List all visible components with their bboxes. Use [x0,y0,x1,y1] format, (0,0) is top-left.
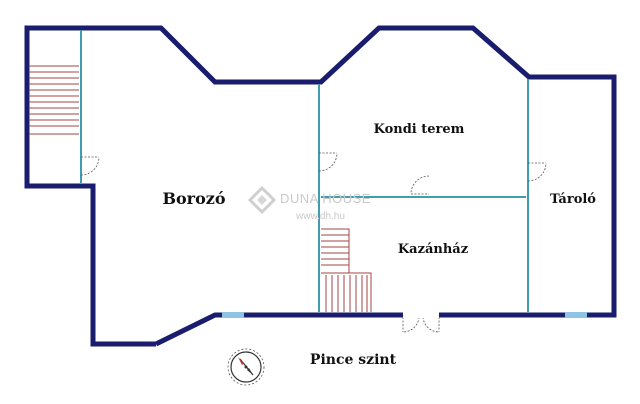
watermark: DUNA HOUSE www.dh.hu [247,185,371,222]
duna-house-logo [247,185,277,215]
watermark-brand: DUNA HOUSE [280,191,371,206]
room-label-kondi-terem: Kondi terem [374,122,465,137]
outer-wall [24,25,617,347]
staircase-bottom [321,228,372,312]
room-label-tarolo: Tároló [550,192,596,207]
compass-icon [227,348,265,386]
door-swings [80,152,547,333]
inner-walls [80,30,529,312]
window [222,312,244,318]
room-label-borozo: Borozó [162,189,225,208]
room-label-kazanhaz: Kazánház [398,242,468,257]
staircase-top-left [29,65,79,135]
watermark-url: www.dh.hu [295,211,345,222]
window [565,312,587,318]
level-label: Pince szint [310,352,397,368]
outer-wall-bottom [154,312,445,347]
